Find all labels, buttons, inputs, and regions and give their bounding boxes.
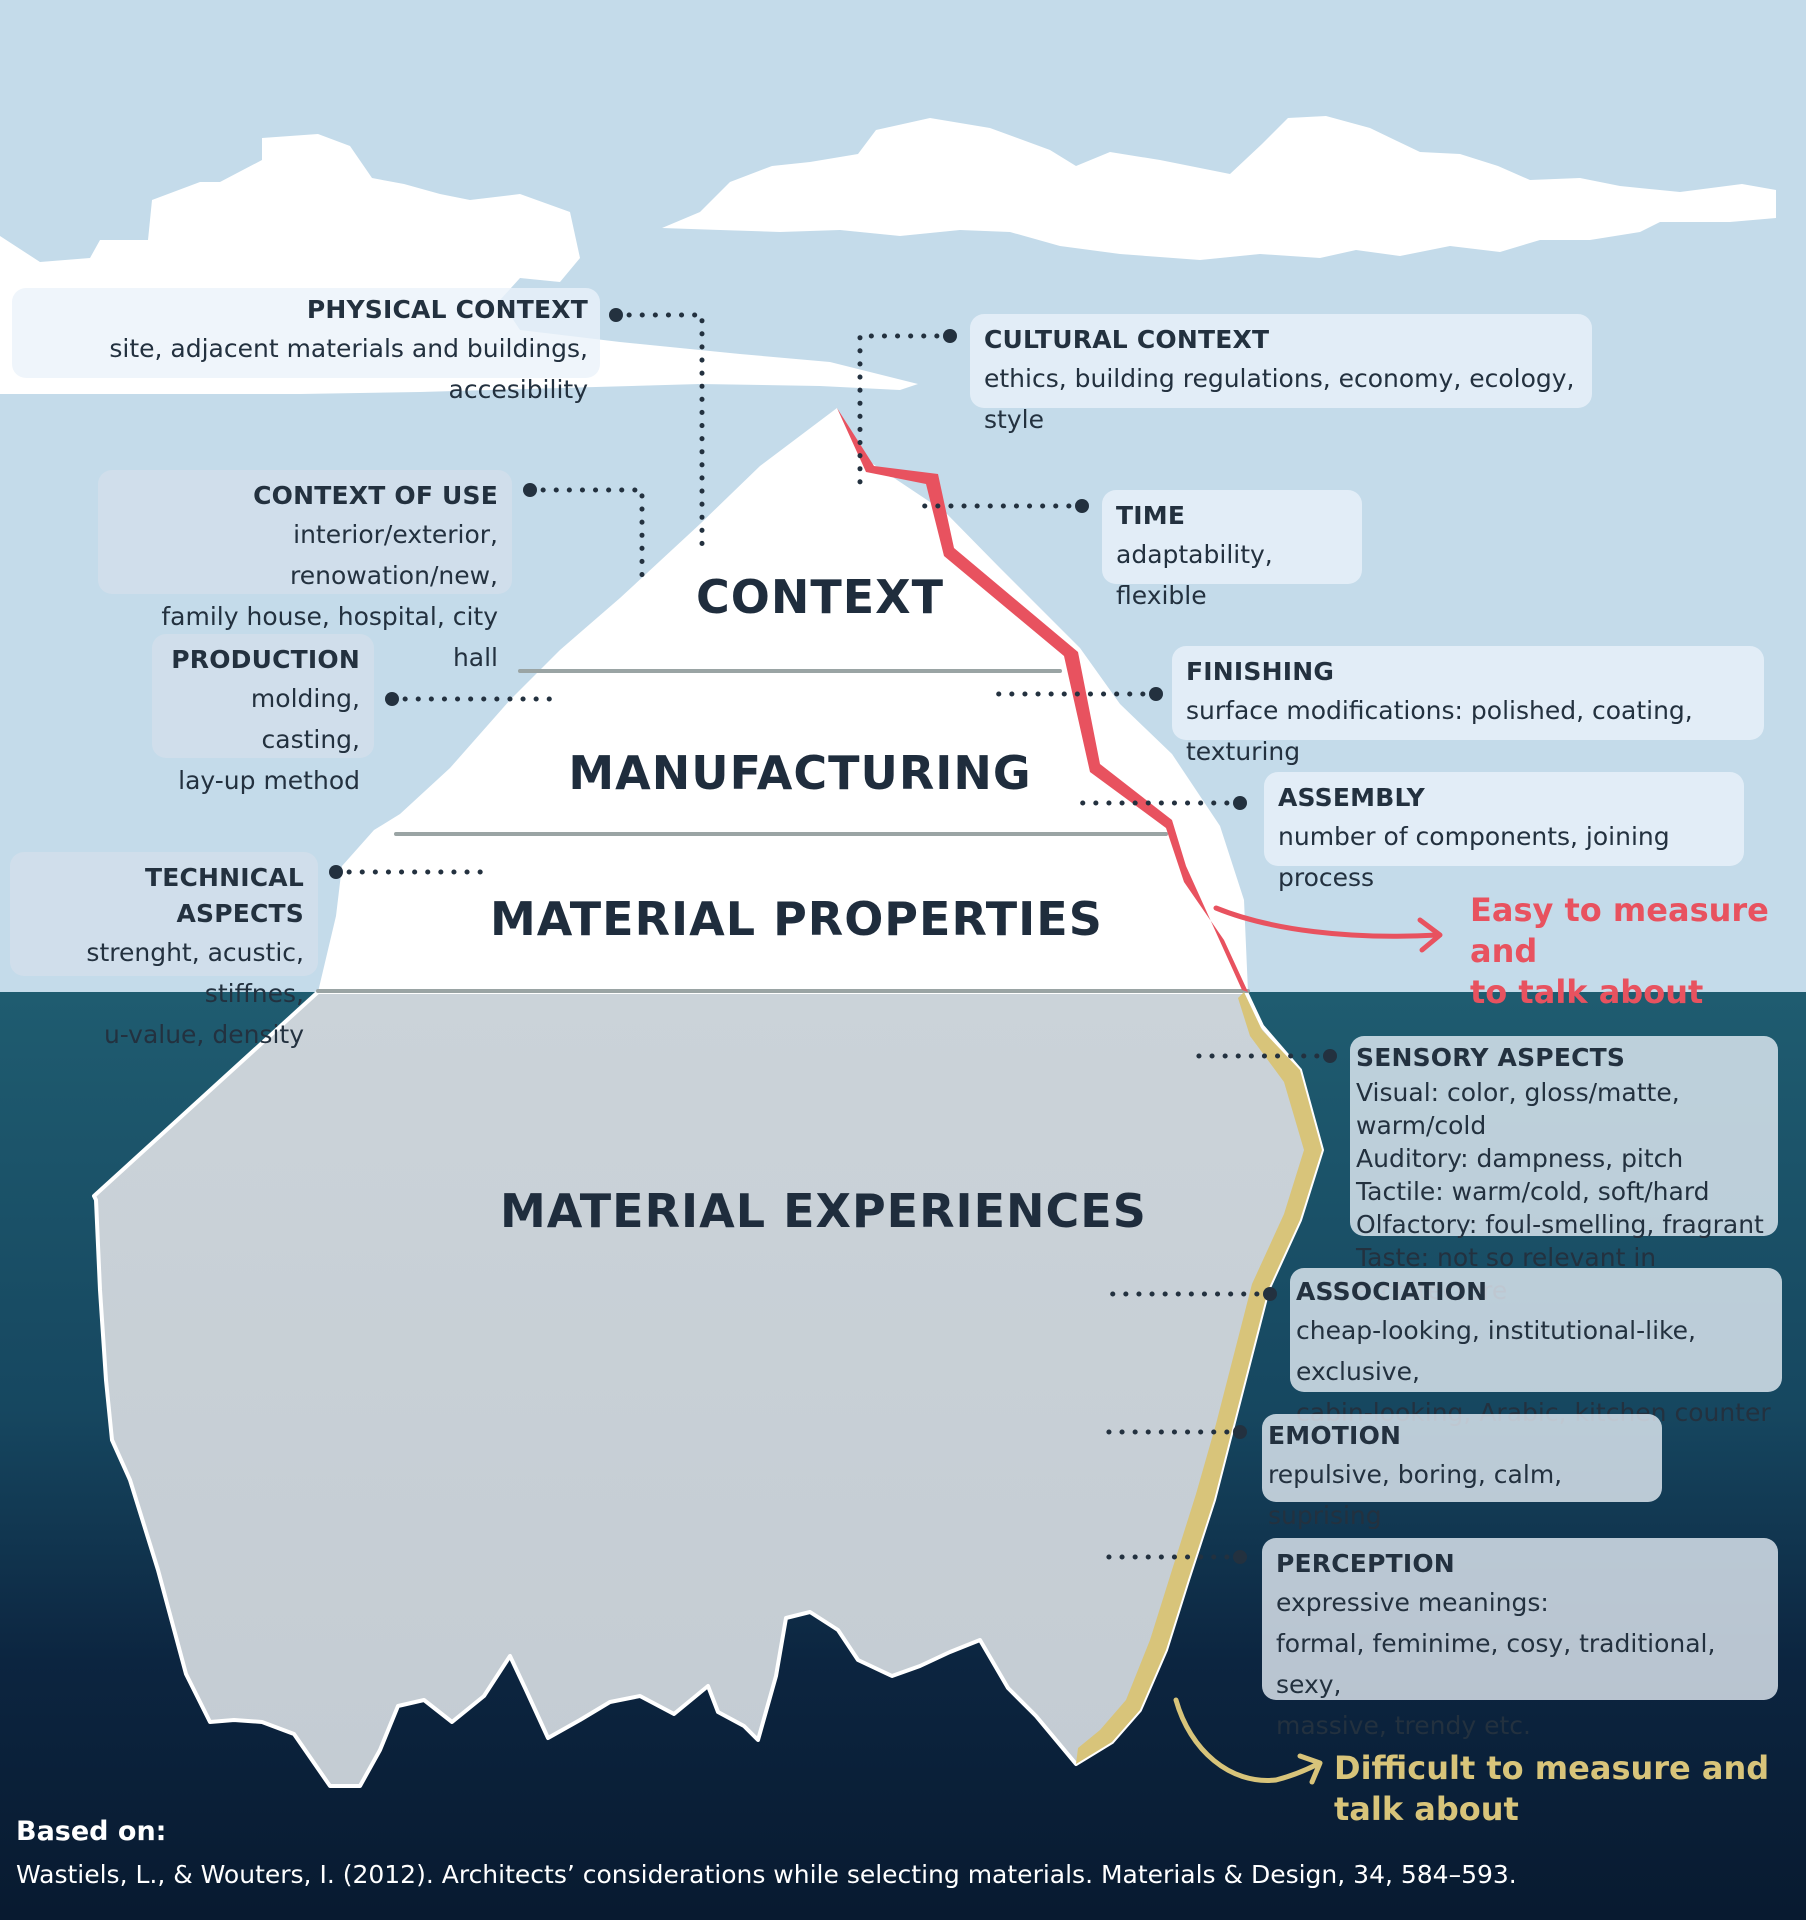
time-line-1: adaptability, flexible — [1116, 540, 1273, 610]
physical-context-title: PHYSICAL CONTEXT — [306, 295, 588, 324]
finishing-title: FINISHING — [1186, 657, 1335, 686]
technical-aspects-title: TECHNICAL ASPECTS — [144, 863, 304, 928]
cloud-right — [662, 116, 1776, 260]
perception-line-1: expressive meanings: — [1276, 1588, 1549, 1617]
perception-line-2: formal, feminime, cosy, traditional, sex… — [1276, 1629, 1716, 1699]
layer-label-context: CONTEXT — [695, 570, 944, 624]
easy-arrow — [1213, 905, 1441, 939]
sensory-aspects-line-1: Visual: color, gloss/matte, warm/cold — [1356, 1078, 1680, 1140]
physical-context-line-1: site, adjacent materials and buildings, … — [109, 334, 588, 404]
finishing-box: FINISHING surface modifications: polishe… — [1172, 646, 1764, 766]
association-title: ASSOCIATION — [1296, 1277, 1488, 1306]
easy-to-measure-note: Easy to measure and to talk about — [1470, 890, 1796, 1013]
sensory-aspects-line-4: Olfactory: foul-smelling, fragrant — [1356, 1210, 1764, 1239]
difficult-edge-line — [1076, 992, 1322, 1764]
connectors — [333, 312, 1333, 1560]
sensory-aspects-title: SENSORY ASPECTS — [1356, 1043, 1626, 1072]
technical-aspects-line-1: strenght, acustic, stiffnes, — [86, 938, 304, 1008]
ice-above — [318, 408, 1248, 992]
finishing-line-1: surface modifications: polished, coating… — [1186, 696, 1693, 766]
easy-note-line-2: to talk about — [1470, 973, 1704, 1011]
sensory-aspects-box: SENSORY ASPECTS Visual: color, gloss/mat… — [1350, 1036, 1778, 1305]
cultural-context-box: CULTURAL CONTEXT ethics, building regula… — [970, 314, 1592, 434]
emotion-box: EMOTION repulsive, boring, calm, suprisi… — [1262, 1414, 1662, 1530]
source-label: Based on: — [16, 1816, 167, 1847]
sensory-aspects-line-2: Auditory: dampness, pitch — [1356, 1144, 1684, 1173]
context-of-use-line-2: family house, hospital, city hall — [161, 602, 498, 672]
association-box: ASSOCIATION cheap-looking, institutional… — [1290, 1268, 1782, 1427]
cultural-context-title: CULTURAL CONTEXT — [984, 325, 1270, 354]
production-box: PRODUCTION molding, casting, lay-up meth… — [152, 634, 374, 795]
layer-separators — [316, 669, 1250, 993]
time-box: TIME adaptability, flexible — [1102, 490, 1362, 610]
perception-line-3: massive, trendy etc. — [1276, 1711, 1531, 1740]
easy-note-line-1: Easy to measure and — [1470, 891, 1769, 970]
cultural-context-line-1: ethics, building regulations, economy, e… — [984, 364, 1575, 434]
difficult-note-line-2: talk about — [1334, 1790, 1519, 1828]
context-of-use-title: CONTEXT OF USE — [253, 481, 498, 510]
production-line-2: lay-up method — [178, 766, 360, 795]
perception-box: PERCEPTION expressive meanings: formal, … — [1262, 1538, 1778, 1740]
context-of-use-box: CONTEXT OF USE interior/exterior, renowa… — [98, 470, 512, 672]
physical-context-box: PHYSICAL CONTEXT site, adjacent material… — [12, 288, 600, 404]
ice-underwater — [92, 990, 1324, 1788]
perception-title: PERCEPTION — [1276, 1549, 1455, 1578]
source-citation: Wastiels, L., & Wouters, I. (2012). Arch… — [16, 1860, 1517, 1889]
difficult-to-measure-note: Difficult to measure and talk about — [1334, 1748, 1774, 1830]
emotion-title: EMOTION — [1268, 1421, 1402, 1450]
technical-aspects-box: TECHNICAL ASPECTS strenght, acustic, sti… — [10, 852, 318, 1049]
difficult-note-line-1: Difficult to measure and — [1334, 1749, 1770, 1787]
time-title: TIME — [1116, 501, 1186, 530]
difficult-arrow — [1173, 1697, 1321, 1783]
technical-aspects-line-2: u-value, density — [103, 1020, 304, 1049]
context-of-use-line-1: interior/exterior, renowation/new, — [290, 520, 498, 590]
assembly-line-1: number of components, joining process — [1278, 822, 1670, 892]
association-line-1: cheap-looking, institutional-like, exclu… — [1296, 1316, 1696, 1386]
connector-dots — [329, 308, 1337, 1564]
sensory-aspects-line-3: Tactile: warm/cold, soft/hard — [1356, 1177, 1710, 1206]
layer-label-material-properties: MATERIAL PROPERTIES — [490, 892, 1103, 946]
easy-arrowhead — [1417, 917, 1443, 953]
production-title: PRODUCTION — [171, 645, 360, 674]
difficult-arrowhead — [1297, 1753, 1323, 1785]
production-line-1: molding, casting, — [250, 684, 360, 754]
assembly-title: ASSEMBLY — [1278, 783, 1425, 812]
layer-label-material-experiences: MATERIAL EXPERIENCES — [500, 1184, 1147, 1238]
emotion-line-1: repulsive, boring, calm, suprising — [1268, 1460, 1563, 1530]
assembly-box: ASSEMBLY number of components, joining p… — [1264, 772, 1744, 892]
layer-label-manufacturing: MANUFACTURING — [568, 746, 1032, 800]
